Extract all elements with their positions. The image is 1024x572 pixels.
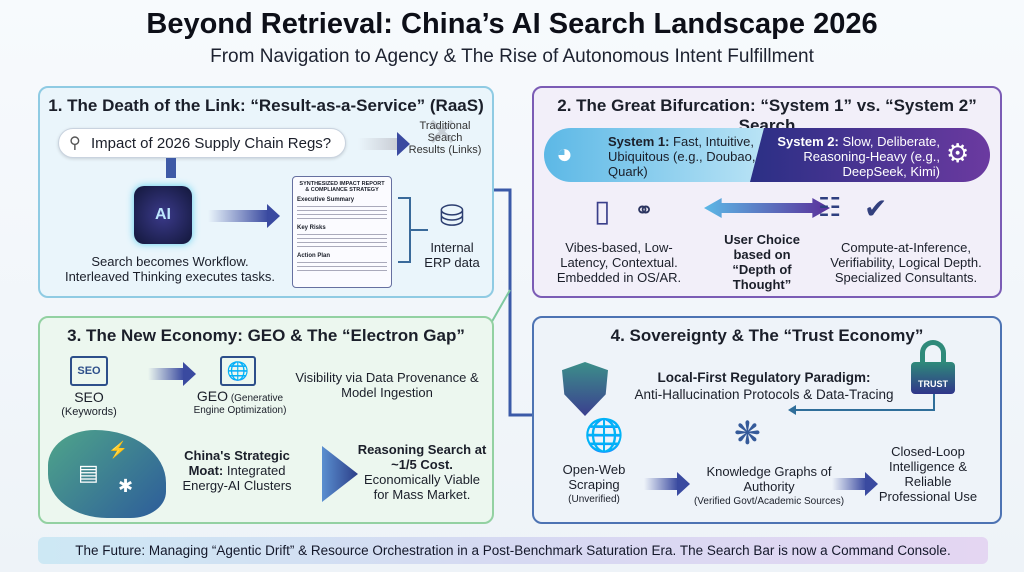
panel-sovereignty: 4. Sovereignty & The “Trust Economy” Loc…	[532, 316, 1002, 524]
right-arrow-icon	[644, 472, 690, 496]
double-arrow-icon	[704, 198, 830, 218]
panel-title: 4. Sovereignty & The “Trust Economy”	[610, 326, 924, 345]
smart-glasses-icon: ⚭	[634, 197, 655, 224]
report-document[interactable]: SYNTHESIZED IMPACT REPORT & COMPLIANCE S…	[292, 176, 392, 288]
shield-flag-icon	[562, 362, 608, 416]
database-icon: ⛁	[439, 200, 465, 233]
caption-line1: Search becomes Workflow.	[91, 254, 249, 269]
geo-sub: (Generative Engine Optimization)	[193, 393, 287, 416]
system2-label: System 2:	[777, 134, 839, 149]
system2-banner: System 2: Slow, Deliberate, Reasoning-He…	[750, 128, 990, 182]
page-title: Beyond Retrieval: China’s AI Search Land…	[146, 8, 878, 40]
wind-turbine-icon: ✱	[118, 476, 134, 496]
report-title: SYNTHESIZED IMPACT REPORT & COMPLIANCE S…	[299, 181, 385, 193]
kg-sub: (Verified Govt/Academic Sources)	[693, 496, 845, 507]
lightning-icon: ⚡	[108, 442, 128, 459]
right-arrow-icon	[832, 472, 878, 496]
cost-text: Economically Viable for Mass Market.	[363, 472, 481, 502]
depth-of-thought-label: “Depth of Thought”	[732, 262, 792, 292]
smartphone-icon: ▯	[594, 195, 611, 228]
search-icon: ⚲	[69, 135, 81, 152]
system2-text: Slow, Deliberate, Reasoning-Heavy (e.g.,…	[803, 134, 940, 179]
globe-icon: 🌐	[220, 356, 256, 386]
server-icon: ▤	[78, 460, 99, 485]
search-query: Impact of 2026 Supply Chain Regs?	[91, 135, 332, 152]
panel-great-bifurcation: 2. The Great Bifurcation: “System 1” vs.…	[532, 86, 1002, 298]
closed-loop-label: Closed-Loop Intelligence & Reliable Prof…	[878, 444, 978, 504]
system1-caption: Vibes-based, Low-Latency, Contextual. Em…	[556, 240, 682, 285]
cost-bold: Reasoning Search at ~1/5 Cost.	[357, 442, 487, 472]
right-arrow-icon	[208, 204, 280, 228]
moat-bold: China's Strategic Moat:	[184, 448, 290, 478]
panel-new-economy: 3. The New Economy: GEO & The “Electron …	[38, 316, 494, 524]
knowledge-graph-icon: ❋	[734, 415, 761, 451]
big-arrow-icon	[322, 446, 358, 502]
moat-text: Integrated Energy-AI Clusters	[182, 463, 292, 493]
report-section: Key Risks	[297, 225, 326, 231]
paradigm-bold: Local-First Regulatory Paradigm:	[657, 370, 871, 385]
visibility-text: Visibility via Data Provenance & Model I…	[295, 370, 479, 400]
down-arrow-icon	[166, 158, 176, 178]
footer-banner: The Future: Managing “Agentic Drift” & R…	[38, 537, 988, 564]
geo-label: GEO	[196, 388, 229, 404]
ai-brain-icon: AI	[134, 186, 192, 244]
open-web-label: Open-Web Scraping	[562, 462, 626, 492]
lock-shackle-icon	[920, 340, 946, 364]
caption-line2: Interleaved Thinking executes tasks.	[64, 269, 276, 284]
user-choice-label: User Choice based on	[724, 232, 800, 262]
brain-gears-icon: ⚙	[946, 138, 970, 168]
panel-title: 1. The Death of the Link: “Result-as-a-S…	[48, 96, 484, 115]
seo-label: SEO	[74, 389, 104, 405]
flowchart-icon: ☷	[818, 192, 842, 222]
verified-badge-icon: ✔	[864, 193, 888, 224]
bidirectional-arrows-icon	[398, 197, 428, 263]
system1-banner: ◕ System 1: Fast, Intuitive, Ubiquitous …	[544, 128, 764, 182]
right-arrow-icon	[148, 362, 196, 386]
report-section: Executive Summary	[297, 197, 355, 203]
seo-icon: SEO	[70, 356, 108, 386]
trust-lock-icon: TRUST	[911, 362, 955, 394]
panel-title: 3. The New Economy: GEO & The “Electron …	[67, 326, 465, 345]
globe-icon: 🌐	[584, 417, 624, 453]
paradigm-text: Anti-Hallucination Protocols & Data-Trac…	[634, 387, 894, 402]
feedback-arrow-icon	[788, 394, 935, 415]
system2-caption: Compute-at-Inference, Verifiability, Log…	[830, 240, 982, 285]
page-subtitle: From Navigation to Agency & The Rise of …	[210, 46, 814, 67]
seo-sub: (Keywords)	[61, 406, 117, 418]
china-map-icon: ▤ ✱ ⚡	[48, 430, 166, 518]
crossed-out-icon: ✕	[425, 111, 459, 155]
open-web-sub: (Unverified)	[568, 494, 620, 505]
kg-label: Knowledge Graphs of Authority	[706, 464, 832, 494]
panel-death-of-link: 1. The Death of the Link: “Result-as-a-S…	[38, 86, 494, 298]
system1-text: Fast, Intuitive, Ubiquitous (e.g., Douba…	[608, 134, 756, 179]
erp-label: Internal ERP data	[424, 240, 480, 270]
report-section: Action Plan	[297, 253, 331, 259]
search-input[interactable]: ⚲ Impact of 2026 Supply Chain Regs?	[58, 128, 346, 158]
speedometer-icon: ◕	[556, 138, 573, 169]
system1-label: System 1:	[608, 134, 670, 149]
traditional-results: Traditional Search Results (Links)	[408, 120, 482, 156]
connector-lines	[489, 188, 532, 417]
faded-arrow-icon	[358, 132, 410, 156]
